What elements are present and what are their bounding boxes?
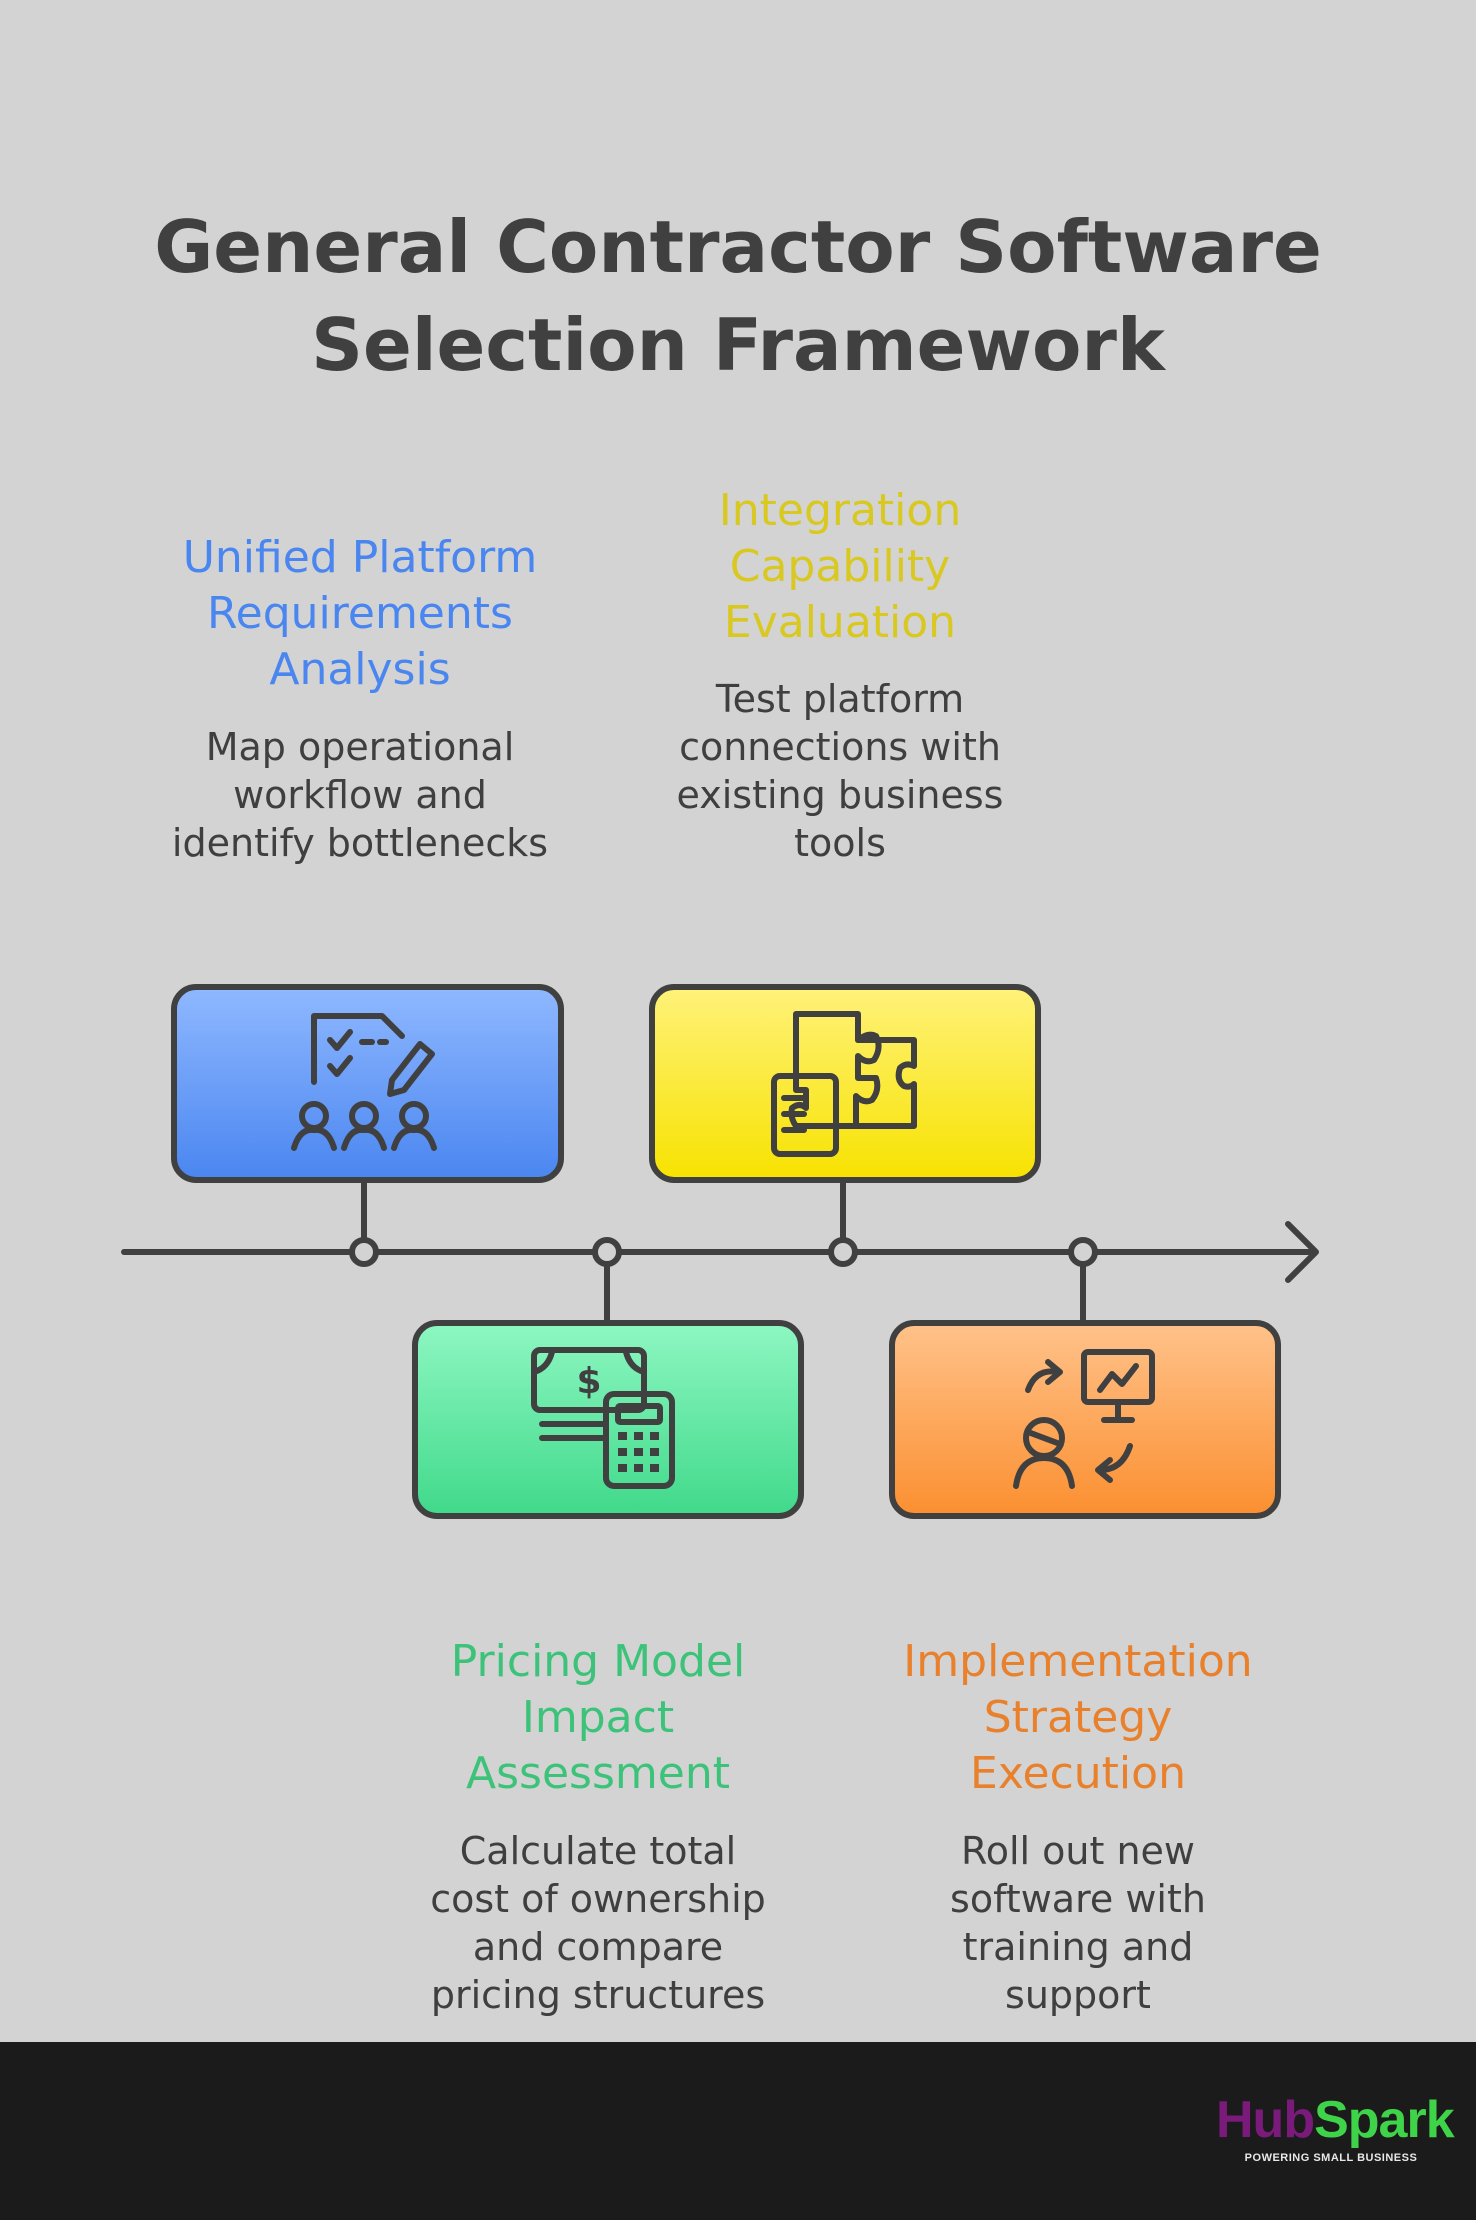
step-3-box [649,984,1041,1183]
timeline-diagram: $ [121,984,1319,1519]
hubspark-logo: HubSpark POWERING SMALL BUSINESS [1216,2090,1455,2180]
logo-tagline: POWERING SMALL BUSINESS [1244,2152,1418,2164]
logo-hub-text: Hub [1216,2091,1315,2149]
svg-text:$: $ [576,1361,601,1402]
step-2-description: Calculate total cost of ownership and co… [430,1829,766,2017]
step-3-description: Test platform connections with existing … [676,677,1004,865]
timeline-nodes [349,1237,1098,1267]
checklist-team-icon [291,1013,437,1151]
person-presentation-icon [1013,1349,1155,1489]
step-1-title: Unified Platform Requirements Analysis [182,532,538,695]
timeline-node-4 [1068,1237,1098,1267]
page-title: General Contractor Software Selection Fr… [154,205,1322,387]
footer-bar [0,2042,1476,2220]
logo-spark-text: Spark [1314,2091,1455,2149]
timeline-node-1 [349,1237,379,1267]
step-1-description: Map operational workflow and identify bo… [171,725,549,865]
step-2-title: Pricing Model Impact Assessment [450,1636,746,1799]
logo-wordmark: HubSpark [1216,2090,1455,2150]
puzzle-document-icon [771,1011,917,1157]
timeline-node-2 [592,1237,622,1267]
step-3-title: Integration Capability Evaluation [718,485,962,648]
money-calculator-icon: $ [531,1347,675,1489]
timeline-axis [121,1221,1319,1283]
step-1-box [171,984,564,1183]
arrowhead-icon [1285,1221,1319,1283]
step-4-box [889,1320,1281,1519]
step-4-title: Implementation Strategy Execution [903,1636,1253,1799]
connectors [361,1180,1086,1323]
step-4-description: Roll out new software with training and … [950,1829,1206,2017]
timeline-node-3 [828,1237,858,1267]
